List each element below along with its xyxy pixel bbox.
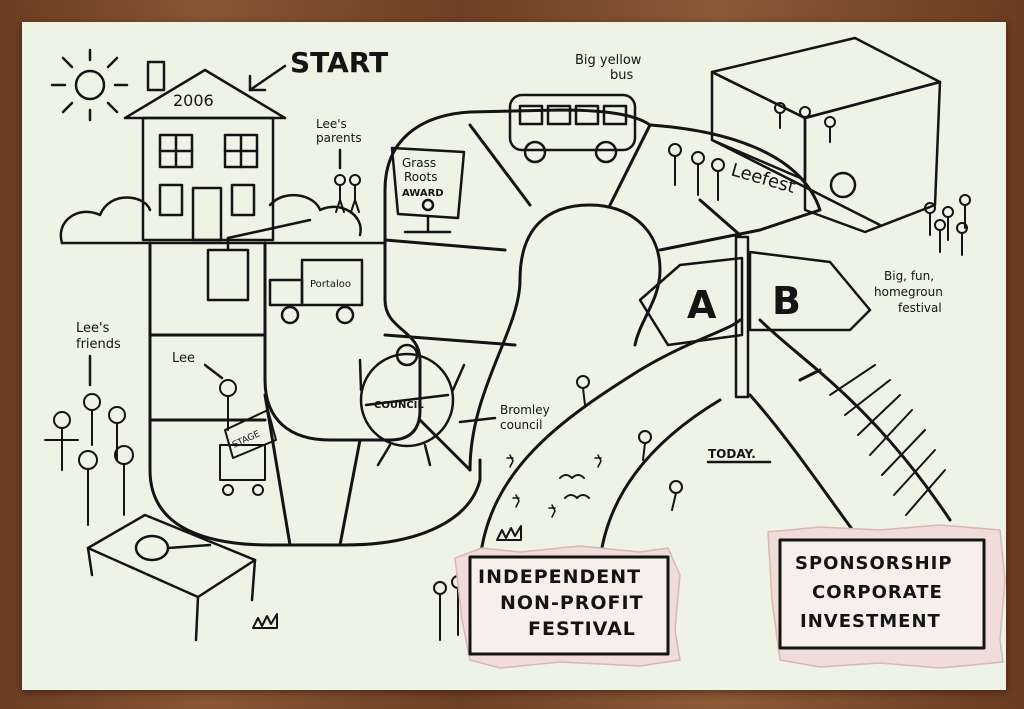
festival-stage-icon: [710, 36, 942, 234]
lees-parents-label-2: parents: [316, 131, 362, 145]
sponsorship-line-2: CORPORATE: [812, 582, 943, 603]
house-year-label: 2006: [173, 91, 214, 110]
flowers-icon: [576, 375, 683, 511]
sponsorship-line-3: INVESTMENT: [800, 611, 941, 632]
independent-line-2: NON-PROFIT: [500, 592, 644, 614]
sponsorship-card-border: [778, 538, 986, 650]
grass-roots-award-sign-icon: [390, 146, 466, 234]
sponsorship-line-1: SPONSORSHIP: [795, 553, 953, 574]
lee-arrow: [203, 363, 224, 380]
parents-figures-icon: [334, 174, 361, 213]
sign-a-label: A: [687, 283, 717, 327]
today-label: TODAY.: [708, 447, 756, 461]
independent-card-border: [468, 555, 670, 656]
big-fun-label-1: Big, fun,: [884, 269, 934, 283]
portaloo-label: Portaloo: [310, 279, 351, 290]
bus-label-2: bus: [610, 68, 633, 83]
lees-friends-label-2: friends: [76, 337, 121, 352]
lee-label: Lee: [172, 351, 195, 366]
portaloo-truck-icon: [268, 258, 364, 325]
friends-group-icon: [44, 393, 134, 526]
bus-label-1: Big yellow: [575, 53, 642, 68]
big-fun-label-2: homegroun: [874, 285, 943, 299]
grass-tuft-left: [252, 613, 278, 629]
big-fun-label-3: festival: [898, 301, 942, 315]
road-paths: [478, 318, 952, 562]
lees-friends-label-1: Lee's: [76, 321, 110, 336]
grass-tuft-mid: [496, 525, 522, 541]
start-arrow-icon: [248, 64, 287, 92]
crane-icon: [206, 218, 312, 302]
house-icon: [123, 60, 287, 242]
crowd-middle-icon: [668, 143, 725, 201]
bromley-arrow: [458, 416, 497, 424]
sun-icon: [50, 48, 129, 122]
award-label-3: AWARD: [402, 188, 444, 199]
council-label: COUNCIL: [374, 400, 424, 411]
cloud-left: [59, 196, 152, 245]
stars-icon: [506, 454, 602, 518]
birds-icon: [559, 474, 590, 499]
award-label-1: Grass: [402, 156, 436, 170]
independent-line-1: INDEPENDENT: [478, 566, 642, 588]
lees-parents-label-1: Lee's: [316, 117, 347, 131]
council-figure-icon: [358, 343, 466, 467]
ab-signpost-icon: [638, 235, 872, 399]
crowd-right-icon: [924, 194, 971, 256]
cloud-right: [268, 193, 362, 237]
table-with-guitar-icon: [86, 513, 257, 642]
start-label: START: [290, 46, 388, 79]
sign-b-label: B: [772, 279, 801, 323]
award-label-2: Roots: [404, 170, 437, 184]
bromley-label-1: Bromley: [500, 403, 550, 417]
bromley-label-2: council: [500, 418, 542, 432]
bus-icon: [508, 93, 637, 164]
independent-line-3: FESTIVAL: [528, 618, 636, 640]
lee-with-cart-icon: [219, 379, 277, 496]
